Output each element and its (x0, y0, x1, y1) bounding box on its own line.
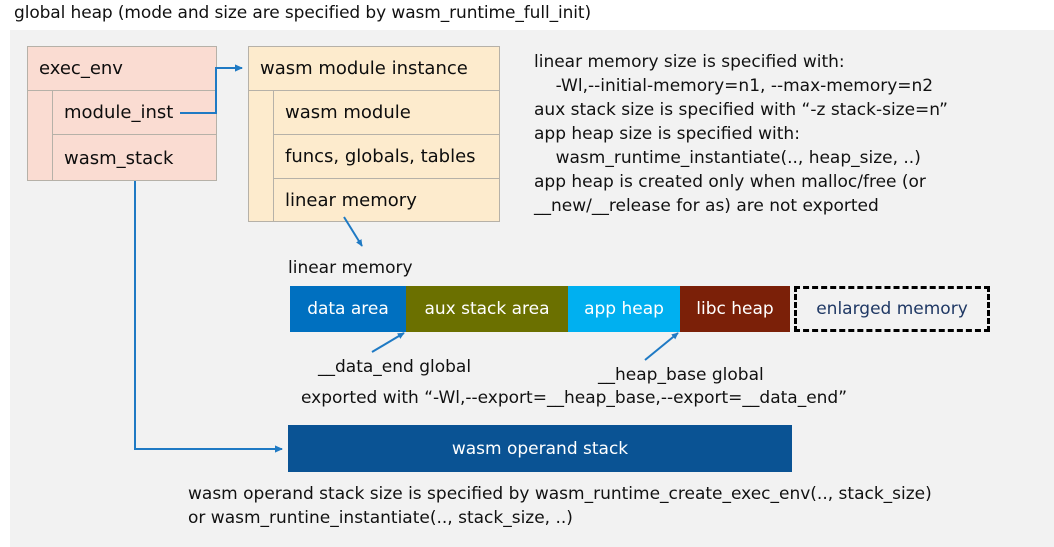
exec-env-field-module-inst: module_inst (53, 91, 217, 135)
memory-segment-aux-stack-area: aux stack area (406, 286, 568, 332)
annotation-heap-base: __heap_base global (598, 365, 764, 385)
linear-memory-notes: linear memory size is specified with: -W… (534, 52, 948, 216)
linear-memory-bar: data area aux stack area app heap libc h… (290, 286, 990, 332)
module-instance-field-linear-memory: linear memory (285, 190, 417, 211)
annotation-exported-with: exported with “-Wl,--export=__heap_base,… (301, 388, 848, 408)
wasm-module-instance-header: wasm module instance (248, 46, 500, 91)
exec-env-header: exec_env (27, 46, 217, 91)
wasm-operand-stack-box: wasm operand stack (288, 425, 792, 472)
page-title: global heap (mode and size are specified… (14, 3, 591, 23)
memory-segment-enlarged-memory: enlarged memory (794, 286, 990, 332)
memory-segment-app-heap: app heap (568, 286, 680, 332)
exec-env-field-wasm-stack: wasm_stack (64, 147, 174, 169)
module-instance-field-funcs-globals-tables: funcs, globals, tables (274, 135, 500, 179)
wasm-module-instance-indent-column (248, 91, 274, 222)
memory-segment-libc-heap: libc heap (680, 286, 790, 332)
annotation-data-end: __data_end global (318, 357, 472, 377)
linear-memory-caption: linear memory (288, 258, 413, 278)
operand-stack-notes: wasm operand stack size is specified by … (188, 484, 932, 528)
module-instance-field-wasm-module: wasm module (274, 91, 500, 135)
memory-segment-data-area: data area (290, 286, 406, 332)
exec-env-indent-column (27, 91, 53, 181)
